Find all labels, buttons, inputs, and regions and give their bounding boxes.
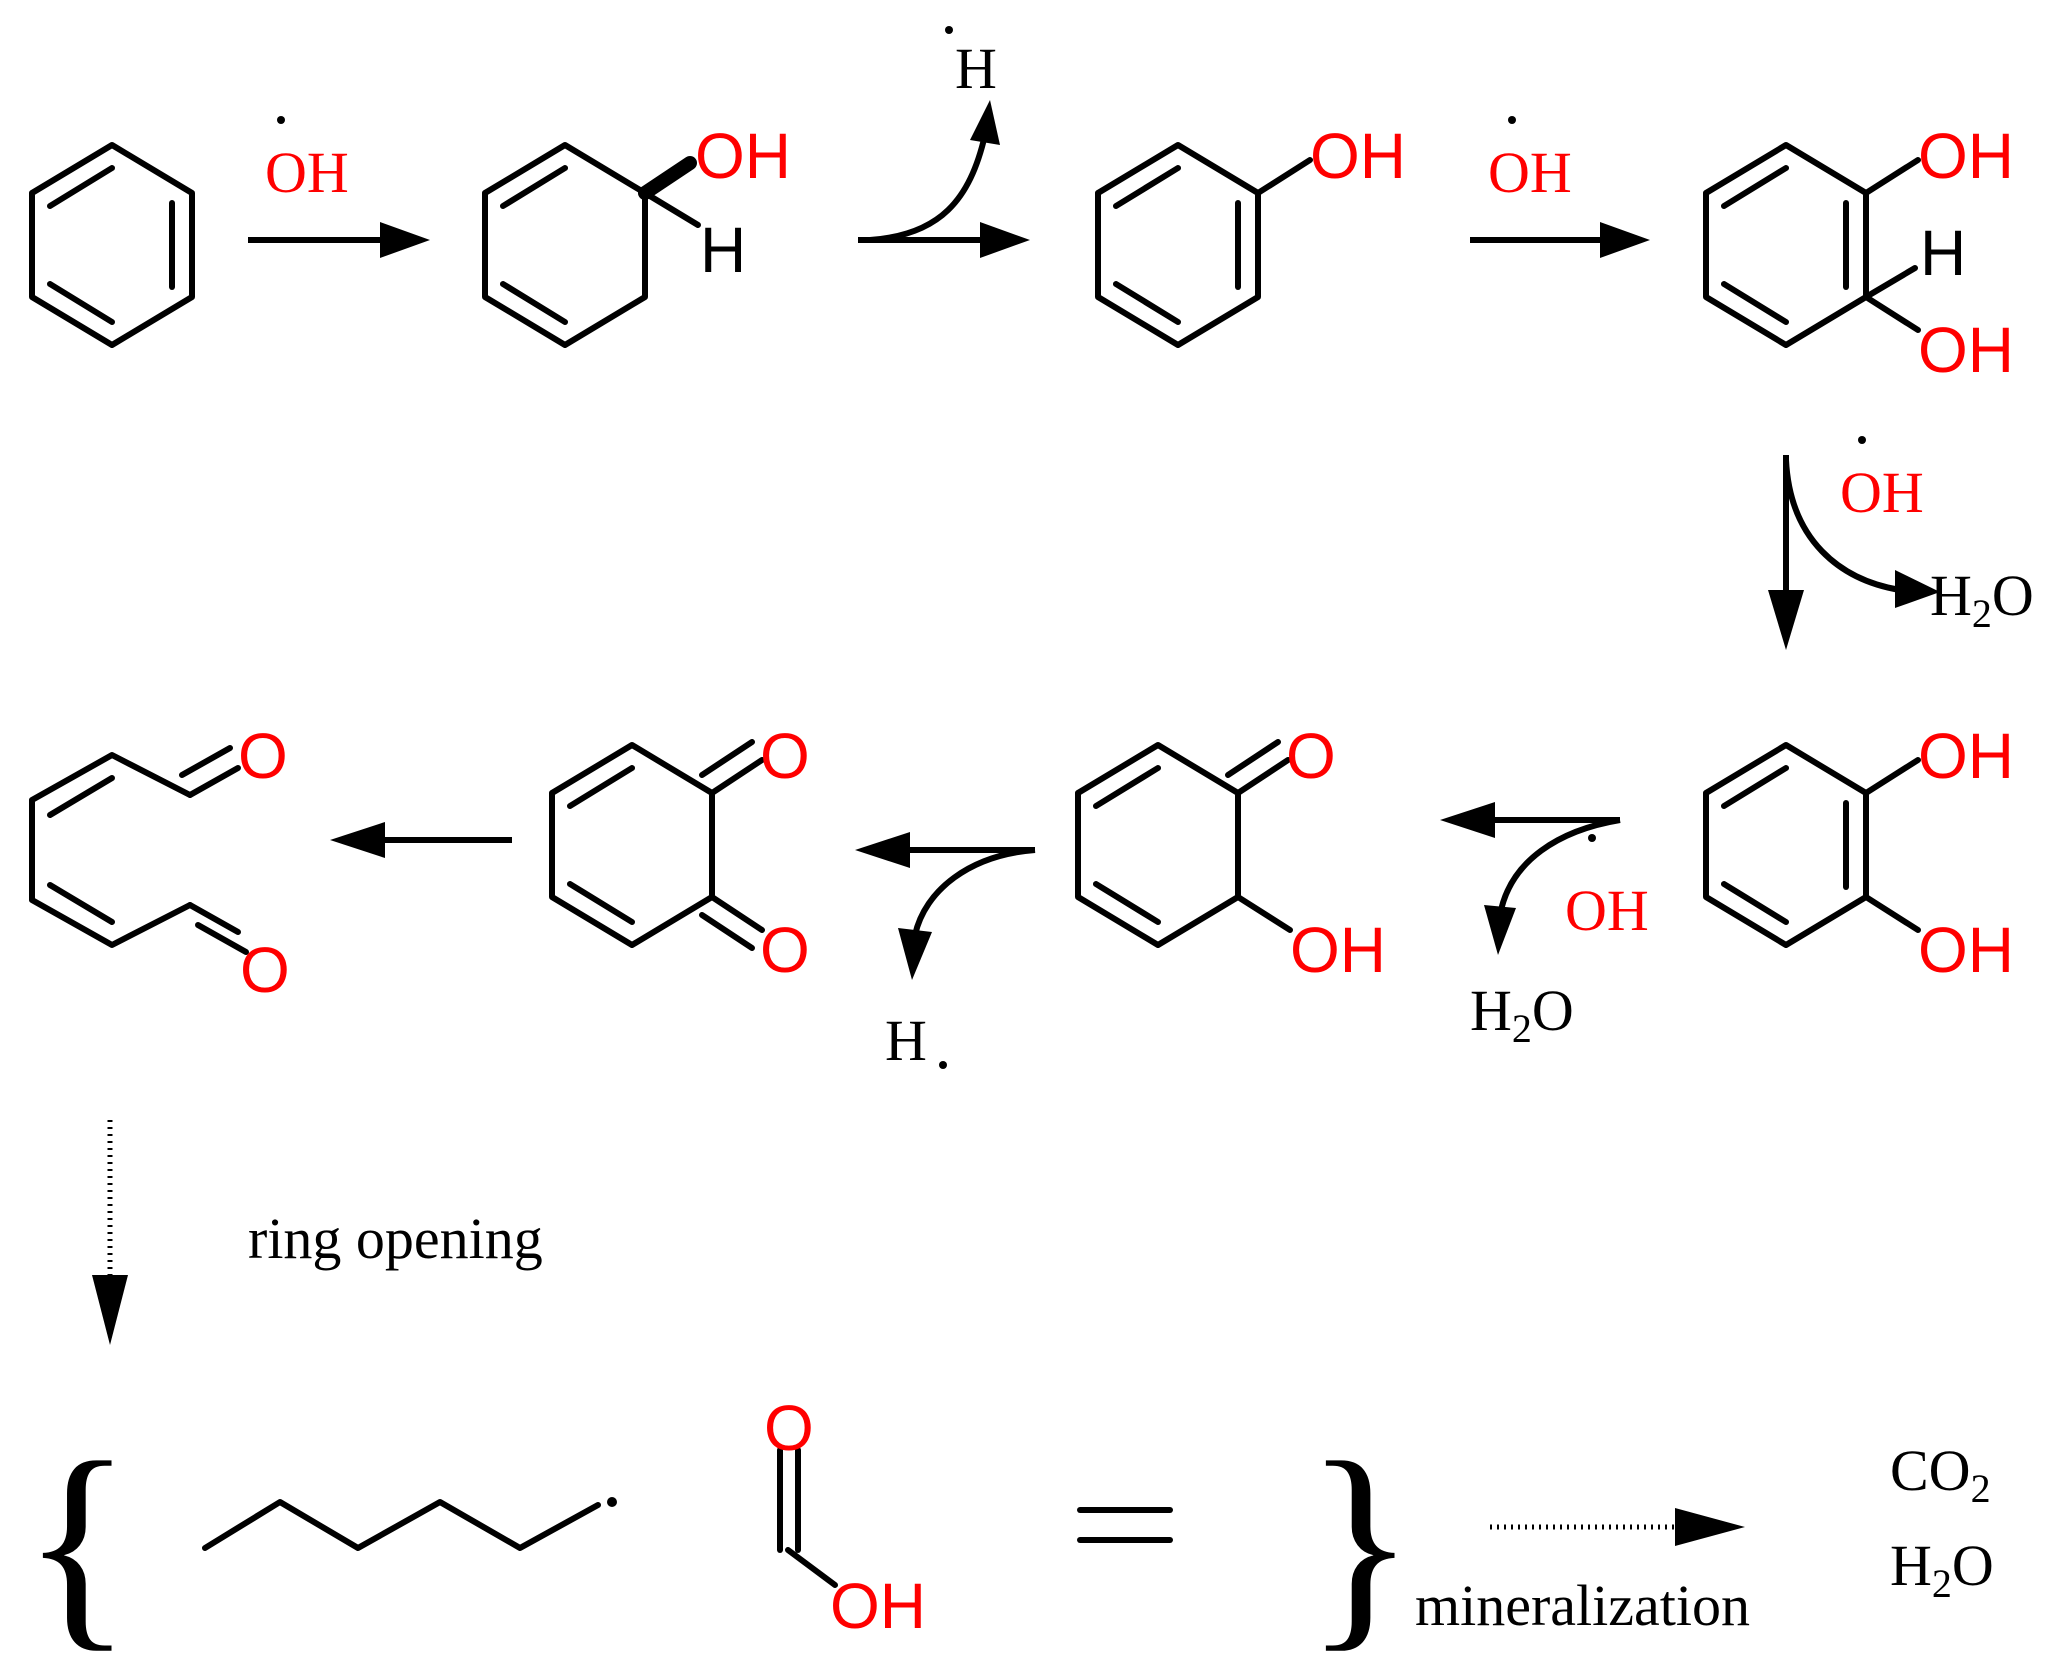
reaction-arrow-4-down: [1768, 455, 1940, 650]
phenol-molecule: OH: [1095, 120, 1406, 348]
h-radical-leaving-2: H: [885, 1008, 947, 1073]
svg-text:H2O: H2O: [1470, 978, 1574, 1051]
svg-text:OH: OH: [695, 120, 791, 192]
right-brace: }: [1305, 1415, 1415, 1663]
water-product-2: H2O: [1470, 978, 1574, 1051]
h2o-product: H2O: [1890, 1533, 1994, 1606]
svg-text:H: H: [955, 36, 997, 101]
reaction-arrow-7: [330, 822, 512, 858]
svg-text:O: O: [240, 934, 290, 1006]
svg-text:O: O: [760, 914, 810, 986]
oh-radical-reagent-3: OH: [1840, 436, 1924, 525]
svg-text:OH: OH: [1290, 914, 1386, 986]
svg-text:OH: OH: [1840, 460, 1924, 525]
svg-text:OH: OH: [1918, 120, 2014, 192]
reaction-arrow-5: [1440, 802, 1621, 955]
reaction-arrow-2: [858, 100, 1030, 258]
ethylene-fragment: [1077, 1507, 1173, 1543]
svg-text:OH: OH: [1310, 120, 1406, 192]
svg-text:H: H: [1920, 217, 1966, 289]
reaction-arrow-3: [1470, 222, 1650, 258]
svg-text:OH: OH: [1918, 720, 2014, 792]
mineralization-arrow: [1490, 1508, 1745, 1546]
mineralization-label: mineralization: [1415, 1573, 1750, 1638]
oh-radical-reagent-1: OH: [265, 116, 349, 205]
formic-acid: O OH: [764, 1392, 926, 1642]
svg-text:OH: OH: [830, 1570, 926, 1642]
ortho-benzoquinone: O O: [549, 720, 810, 986]
svg-text:O: O: [760, 720, 810, 792]
svg-text:OH: OH: [1565, 878, 1649, 943]
svg-text:OH: OH: [1918, 314, 2014, 386]
oh-radical-reagent-4: OH: [1565, 834, 1649, 943]
muconaldehyde: O O: [29, 720, 290, 1006]
co2-product: CO2: [1890, 1438, 1991, 1511]
left-brace: {: [22, 1415, 132, 1663]
alkyl-radical-chain: [202, 1497, 617, 1551]
ring-opening-label: ring opening: [248, 1206, 543, 1271]
svg-text:H: H: [885, 1008, 927, 1073]
svg-text:OH: OH: [1918, 914, 2014, 986]
ring-opening-arrow: [92, 1120, 128, 1345]
dihydroxy-adduct: OH H OH: [1703, 120, 2014, 386]
h-radical-leaving-1: H: [945, 26, 997, 101]
svg-text:H: H: [700, 214, 746, 286]
hydroxy-cyclohexadienone: O OH: [1075, 720, 1386, 986]
svg-text:O: O: [764, 1392, 814, 1464]
svg-text:O: O: [1286, 720, 1336, 792]
oh-radical-reagent-2: OH: [1488, 116, 1572, 205]
benzene-molecule: [29, 142, 195, 348]
hydroxycyclohexadienyl-adduct: OH H: [482, 120, 791, 348]
svg-text:O: O: [238, 720, 288, 792]
svg-text:OH: OH: [1488, 140, 1572, 205]
svg-text:OH: OH: [265, 140, 349, 205]
catechol-molecule: OH OH: [1703, 720, 2014, 986]
reaction-arrow-1: [248, 222, 430, 258]
water-product-1: H2O: [1930, 563, 2034, 636]
reaction-arrow-6: [855, 832, 1036, 980]
svg-text:H2O: H2O: [1930, 563, 2034, 636]
